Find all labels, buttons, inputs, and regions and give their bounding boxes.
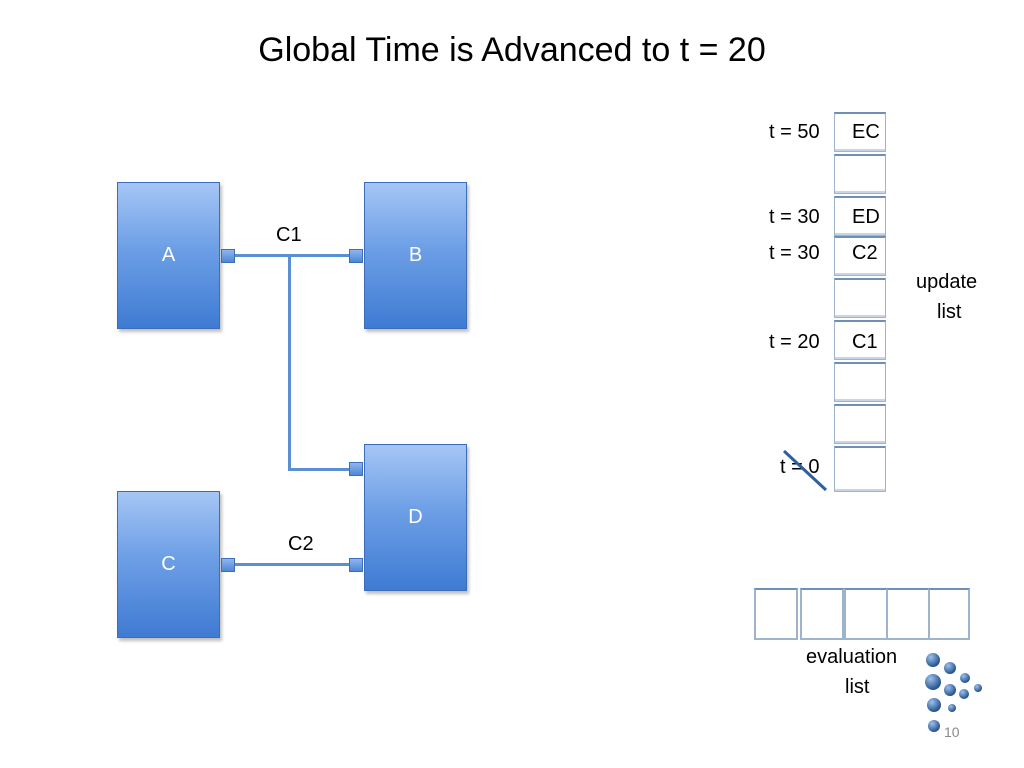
slide-title: Global Time is Advanced to t = 20 (258, 31, 766, 69)
block-c-label: C (161, 553, 176, 575)
update-cell (834, 196, 886, 236)
wire-c2 (235, 563, 355, 566)
connection-label-c2: C2 (288, 533, 314, 555)
update-cell (834, 446, 886, 492)
evaluation-list-label-line1: evaluation (806, 646, 898, 668)
evaluation-cell (754, 588, 798, 640)
port-c-out (221, 558, 235, 572)
update-list-label-line2: list (937, 301, 962, 323)
update-cell (834, 278, 886, 318)
event-label: C2 (852, 242, 878, 264)
time-label: t = 30 (769, 242, 820, 264)
block-c[interactable]: C (117, 491, 220, 638)
wire-c1-to-d (288, 468, 355, 471)
event-label: C1 (852, 331, 878, 353)
event-label: EC (852, 121, 880, 143)
update-cell (834, 404, 886, 444)
port-d-in-1 (349, 462, 363, 476)
update-cell (834, 112, 886, 152)
block-d[interactable]: D (364, 444, 467, 591)
block-a-label: A (161, 244, 176, 266)
port-a-out (221, 249, 235, 263)
connection-label-c1: C1 (276, 224, 302, 246)
update-list-label-line1: update (916, 271, 978, 293)
update-cell (834, 320, 886, 360)
port-b-in (349, 249, 363, 263)
time-label-struck: t = 0 (780, 456, 820, 478)
block-b-label: B (408, 244, 423, 266)
block-d-label: D (408, 506, 423, 528)
wire-c1-horizontal (235, 254, 355, 257)
evaluation-cell (928, 588, 970, 640)
evaluation-list-label-line2: list (845, 676, 870, 698)
evaluation-cell (800, 588, 844, 640)
evaluation-cell (886, 588, 930, 640)
block-a[interactable]: A (117, 182, 220, 329)
block-b[interactable]: B (364, 182, 467, 329)
time-label: t = 50 (769, 121, 820, 143)
evaluation-cell (844, 588, 888, 640)
logo-icon (925, 653, 982, 732)
update-cell (834, 362, 886, 402)
update-cell (834, 236, 886, 276)
time-label: t = 30 (769, 206, 820, 228)
event-label: ED (852, 206, 880, 228)
page-number: 10 (944, 724, 960, 740)
time-label: t = 20 (769, 331, 820, 353)
wire-c1-vertical (288, 254, 291, 471)
update-cell (834, 154, 886, 194)
port-d-in-2 (349, 558, 363, 572)
